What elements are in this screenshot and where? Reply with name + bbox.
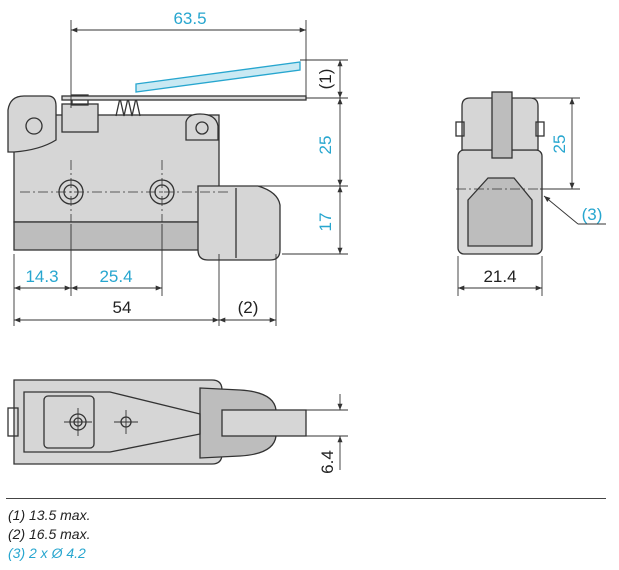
front-view: 63.5 (1) 25 17 14.3 25.4 54 (2): [7, 9, 348, 326]
top-block: [61, 103, 99, 133]
technical-drawing: 63.5 (1) 25 17 14.3 25.4 54 (2): [7, 9, 606, 474]
dim-hole-spacing: 25.4: [99, 267, 132, 286]
note-2: (2) 16.5 max.: [8, 526, 91, 542]
plunger-spring: [115, 97, 141, 117]
lever-bracket: [7, 95, 57, 153]
dim-side-height: 25: [550, 135, 569, 154]
dim-note1-ref: (1): [316, 69, 335, 90]
actuator-lever: [61, 95, 307, 101]
dim-lever-length: 63.5: [173, 9, 206, 28]
dim-bottom-width: 6.4: [318, 450, 337, 474]
dim-hole-offset: 14.3: [25, 267, 58, 286]
note-1: (1) 13.5 max.: [8, 507, 91, 523]
dim-height-upper: 25: [316, 136, 335, 155]
actuator-lever-raised: [135, 61, 301, 93]
dim-note3-ref: (3): [582, 205, 603, 224]
bottom-bracket: [23, 391, 201, 453]
pivot-hole: [25, 117, 43, 135]
bottom-clip: [43, 395, 95, 449]
bottom-view: 6.4: [7, 379, 348, 474]
dim-body-length: 54: [113, 298, 132, 317]
switch-base: [13, 221, 220, 251]
note-3: (3) 2 x Ø 4.2: [8, 545, 86, 561]
right-tab-hole: [195, 121, 209, 135]
dim-height-lower: 17: [316, 213, 335, 232]
right-tab: [185, 113, 219, 141]
bottom-lever: [221, 409, 307, 437]
notes-separator: [6, 498, 606, 499]
cable-boot: [197, 185, 281, 261]
dim-side-width: 21.4: [483, 267, 516, 286]
side-view: 25 (3) 21.4: [455, 91, 606, 296]
side-boot: [467, 177, 533, 247]
side-actuator: [491, 91, 513, 159]
dim-note2-ref: (2): [238, 298, 259, 317]
